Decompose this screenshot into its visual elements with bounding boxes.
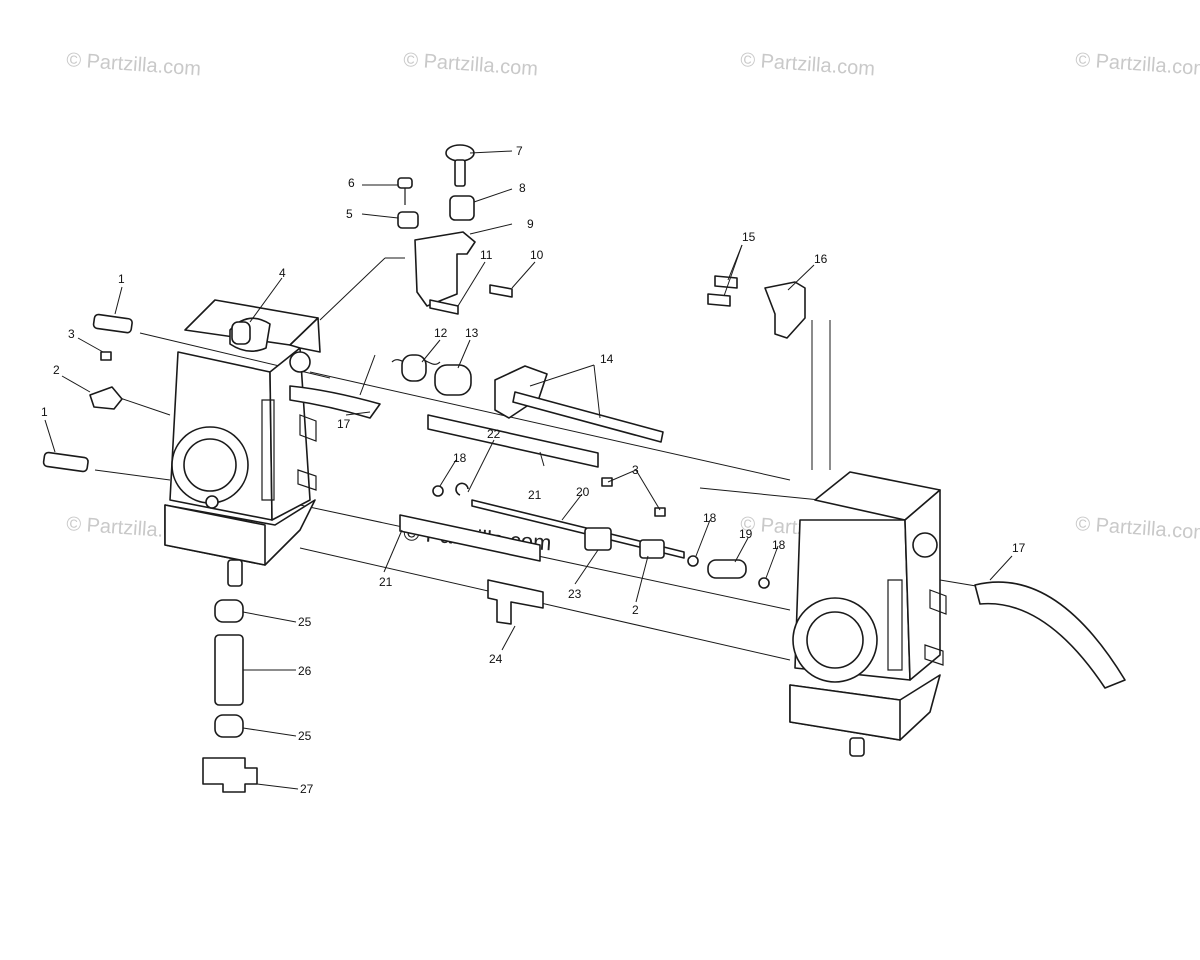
callout-18-right: 18 (772, 538, 786, 552)
callout-14: 14 (600, 352, 614, 366)
callout-2-left: 2 (53, 363, 60, 377)
hardware-parts (42, 144, 1126, 793)
callout-8: 8 (519, 181, 526, 195)
callout-1-bottom: 1 (41, 405, 48, 419)
callout-9: 9 (527, 217, 534, 231)
callout-6: 6 (348, 176, 355, 190)
callout-numbers: 1 1 2 2 3 3 4 5 6 7 8 9 10 11 12 13 14 1… (41, 144, 1026, 796)
watermark-top-1: © Partzilla.com (66, 49, 202, 80)
callout-27: 27 (300, 782, 314, 796)
right-carburetor (789, 471, 947, 757)
callout-5: 5 (346, 207, 353, 221)
callout-3-right: 3 (632, 463, 639, 477)
callout-19: 19 (739, 527, 753, 541)
watermark-top-3: © Partzilla.com (740, 49, 876, 80)
callout-7: 7 (516, 144, 523, 158)
watermark-top-4: © Partzilla.com (1075, 49, 1200, 80)
left-carburetor (164, 299, 321, 587)
callout-20: 20 (576, 485, 590, 499)
callout-26: 26 (298, 664, 312, 678)
callout-18-mid: 18 (703, 511, 717, 525)
callout-13: 13 (465, 326, 479, 340)
leader-lines (44, 150, 1013, 790)
callout-21-upper: 21 (528, 488, 542, 502)
callout-17-left: 17 (337, 417, 351, 431)
callout-17-right: 17 (1012, 541, 1026, 555)
callout-22: 22 (487, 427, 501, 441)
assembly-lines (94, 257, 1001, 661)
watermark-top-2: © Partzilla.com (403, 49, 539, 80)
callout-3-left: 3 (68, 327, 75, 341)
callout-11: 11 (480, 248, 493, 262)
callout-2-right: 2 (632, 603, 639, 617)
callout-10: 10 (530, 248, 544, 262)
watermark-mid-4: © Partzilla.com (1075, 513, 1200, 544)
callout-21-lower: 21 (379, 575, 393, 589)
callout-12: 12 (434, 326, 448, 340)
callout-15: 15 (742, 230, 756, 244)
callout-18-left: 18 (453, 451, 467, 465)
callout-4: 4 (279, 266, 286, 280)
callout-24: 24 (489, 652, 503, 666)
callout-23: 23 (568, 587, 582, 601)
callout-16: 16 (814, 252, 828, 266)
callout-1-top: 1 (118, 272, 125, 286)
callout-25-bottom: 25 (298, 729, 312, 743)
callout-25-top: 25 (298, 615, 312, 629)
